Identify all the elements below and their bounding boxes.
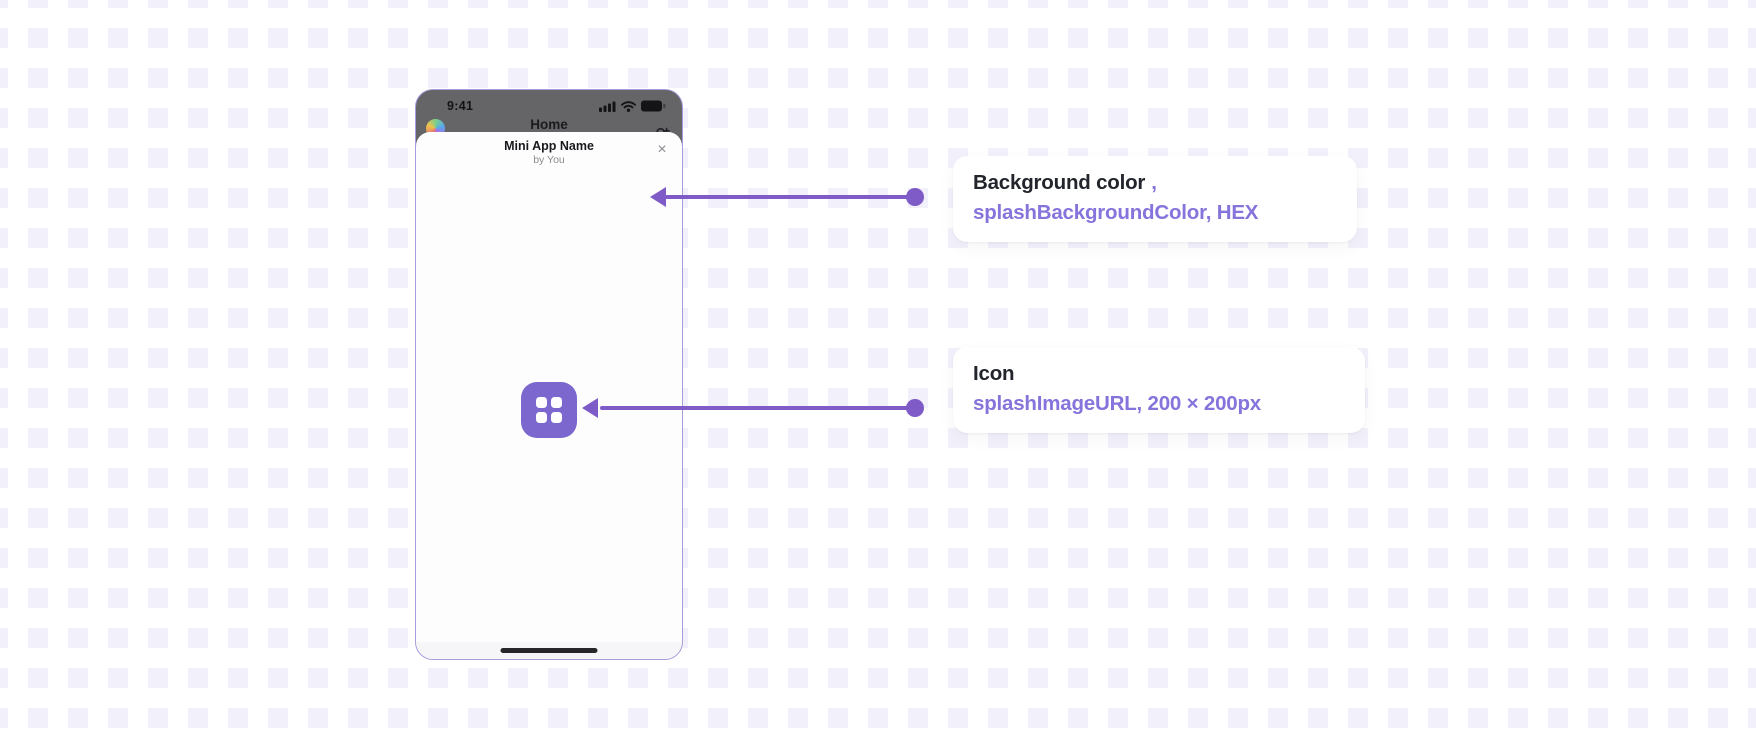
close-icon[interactable]: × xyxy=(657,141,667,158)
callout-label-suffix: , xyxy=(1151,171,1157,194)
callout-title-row: Background color, xyxy=(973,168,1337,198)
callout-label: Background color xyxy=(973,171,1146,194)
callout-value: splashBackgroundColor, HEX xyxy=(973,201,1259,224)
mini-app-name: Mini App Name xyxy=(504,139,594,153)
background-color-arrowhead-icon xyxy=(650,187,666,207)
status-bar-icons xyxy=(599,100,666,112)
callout-label: Icon xyxy=(973,362,1015,385)
status-bar: 9:41 xyxy=(416,96,682,116)
icon-arrow-line xyxy=(600,406,908,410)
callout-value: splashImageURL, 200 × 200px xyxy=(973,392,1262,415)
home-indicator xyxy=(500,648,598,653)
home-screen-title: Home xyxy=(530,117,568,132)
app-grid-icon xyxy=(536,397,562,423)
background-color-arrow-dot xyxy=(906,188,924,206)
mini-app-byline: by You xyxy=(533,154,565,166)
phone-mockup: 9:41 Home xyxy=(415,89,683,660)
callout-background-color: Background color, splashBackgroundColor,… xyxy=(953,156,1357,242)
background-color-arrow-line xyxy=(665,195,909,199)
mini-app-sheet: Mini App Name by You × xyxy=(416,132,682,659)
icon-arrowhead-icon xyxy=(582,398,598,418)
wifi-icon xyxy=(621,100,636,112)
phone-footer-bar xyxy=(416,642,682,659)
icon-arrow-dot xyxy=(906,399,924,417)
battery-icon xyxy=(641,100,666,112)
cellular-signal-icon xyxy=(599,101,616,112)
status-bar-time: 9:41 xyxy=(447,99,474,113)
splash-app-icon xyxy=(521,382,577,438)
callout-icon: Icon splashImageURL, 200 × 200px xyxy=(953,347,1365,433)
